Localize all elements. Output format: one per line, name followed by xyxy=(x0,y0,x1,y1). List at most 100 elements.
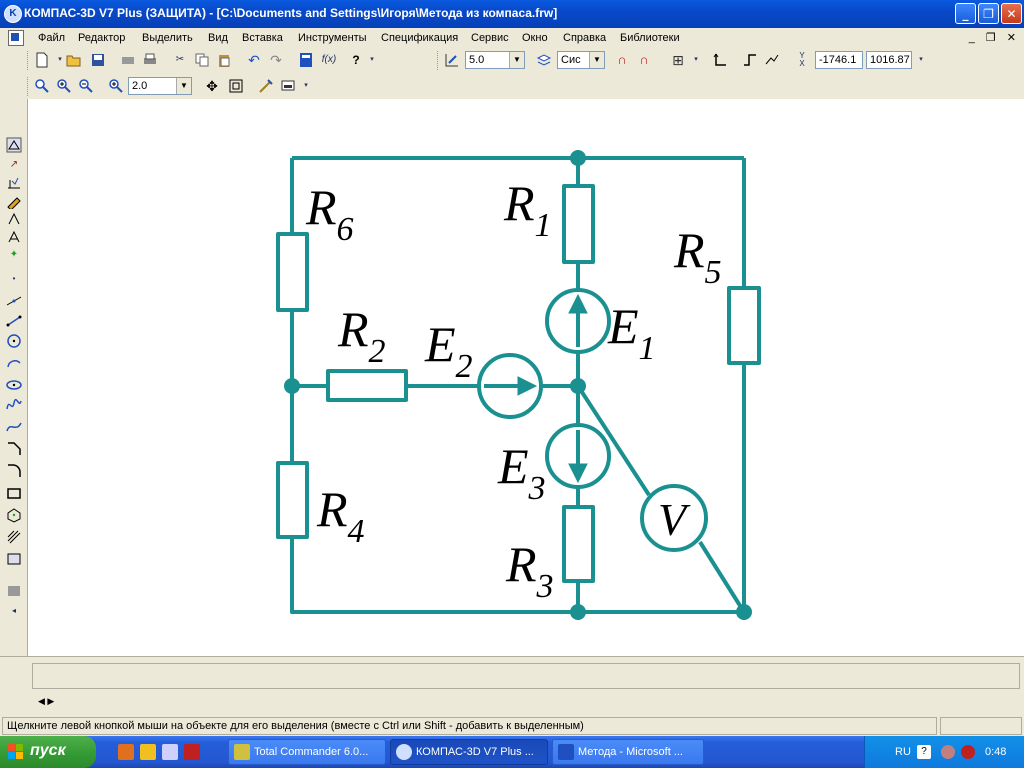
fillet-icon[interactable] xyxy=(6,463,22,479)
quicklaunch-xp-icon[interactable] xyxy=(184,744,200,760)
toolbar-grip[interactable] xyxy=(27,51,31,70)
chevron-down-icon[interactable]: ▼ xyxy=(509,52,524,68)
coords-dropdown-icon[interactable]: ▾ xyxy=(919,56,923,63)
quicklaunch-explorer-icon[interactable] xyxy=(162,744,178,760)
mdi-window-controls[interactable]: _ ❐ ✕ xyxy=(968,32,1020,44)
contour-icon[interactable] xyxy=(6,551,22,567)
chamfer-icon[interactable] xyxy=(6,441,22,457)
symbols-panel-icon[interactable] xyxy=(6,175,22,191)
segment-icon[interactable] xyxy=(6,313,22,329)
minimize-button[interactable]: _ xyxy=(955,3,976,24)
menu-tools[interactable]: Инструменты xyxy=(298,32,367,44)
quicklaunch-runner-icon[interactable] xyxy=(118,744,134,760)
redo-icon[interactable]: ↷ xyxy=(270,52,282,68)
toolbar-grip-3[interactable] xyxy=(27,77,31,96)
open-folder-icon[interactable] xyxy=(66,52,82,68)
new-dropdown-icon[interactable]: ▾ xyxy=(58,56,62,63)
variables-button[interactable]: f(x) xyxy=(321,54,337,65)
menu-help[interactable]: Справка xyxy=(563,32,607,44)
arc-icon[interactable] xyxy=(6,355,22,371)
polygon-icon[interactable] xyxy=(6,507,22,523)
ortho-icon[interactable] xyxy=(742,52,758,68)
layer-combo[interactable]: Сис▼ xyxy=(557,51,605,69)
maximize-button[interactable]: ❐ xyxy=(978,3,999,24)
save-icon[interactable] xyxy=(90,52,106,68)
copy-icon[interactable] xyxy=(194,52,210,68)
circle-icon[interactable] xyxy=(6,333,22,349)
layers-icon[interactable] xyxy=(536,52,552,68)
edit-panel-icon[interactable] xyxy=(6,193,22,211)
zoom-window-icon[interactable] xyxy=(34,78,50,94)
step-combo[interactable]: 5.0▼ xyxy=(465,51,525,69)
grid-dropdown-icon[interactable]: ▾ xyxy=(694,56,698,63)
measure-panel-icon[interactable] xyxy=(6,229,22,245)
context-help-button[interactable]: ? xyxy=(352,53,360,67)
menu-window[interactable]: Окно xyxy=(522,32,548,44)
preview-icon[interactable] xyxy=(120,52,136,68)
ellipse-icon[interactable] xyxy=(6,377,22,393)
display-mode-icon[interactable] xyxy=(280,78,296,94)
coord-y-field[interactable]: 1016.87 xyxy=(866,51,912,69)
start-button[interactable]: пуск xyxy=(0,736,96,768)
back-tray-icon[interactable] xyxy=(941,745,955,759)
menu-specification[interactable]: Спецификация xyxy=(381,32,459,44)
help-dropdown-icon[interactable]: ▾ xyxy=(370,56,374,63)
new-document-icon[interactable] xyxy=(34,52,50,68)
fill-icon[interactable] xyxy=(6,583,22,599)
menu-editor[interactable]: Редактор xyxy=(78,32,126,44)
chevron-down-icon[interactable]: ▼ xyxy=(589,52,604,68)
bezier-icon[interactable] xyxy=(6,419,22,435)
calculator-icon[interactable] xyxy=(298,52,314,68)
display-dropdown-icon[interactable]: ▾ xyxy=(304,82,308,89)
paste-icon[interactable] xyxy=(216,52,232,68)
zoom-combo[interactable]: 2.0▼ xyxy=(128,77,192,95)
task-word[interactable]: Метода - Microsoft ... xyxy=(552,739,704,765)
auxiliary-line-icon[interactable] xyxy=(6,293,22,309)
menu-service[interactable]: Сервис xyxy=(471,32,509,44)
refresh-icon[interactable] xyxy=(258,78,274,94)
hatch-icon[interactable] xyxy=(6,529,22,545)
rounding-icon[interactable] xyxy=(764,52,780,68)
zoom-out-icon[interactable] xyxy=(78,78,94,94)
spline-icon[interactable] xyxy=(6,397,22,413)
magnet-snap-icon[interactable]: ∩ xyxy=(617,52,627,67)
help-tray-icon[interactable]: ? xyxy=(917,745,931,759)
undo-icon[interactable]: ↶ xyxy=(248,52,260,68)
dimensions-panel-icon[interactable]: ↗ xyxy=(9,159,19,170)
scroll-down-icon[interactable]: ◂ xyxy=(11,606,16,615)
property-panel-area[interactable] xyxy=(32,663,1020,689)
selection-panel-icon[interactable]: ✦ xyxy=(9,249,19,260)
drawing-canvas[interactable]: R6 R1 R5 R2 E2 E1 E3 R4 R3 V xyxy=(28,99,1024,656)
language-indicator[interactable]: RU xyxy=(895,746,911,758)
cut-icon[interactable]: ✂ xyxy=(175,54,185,65)
zoom-in-icon[interactable] xyxy=(56,78,72,94)
chevron-down-icon[interactable]: ▼ xyxy=(176,78,191,94)
menu-view[interactable]: Вид xyxy=(208,32,228,44)
toolbar-grip-2[interactable] xyxy=(437,51,441,70)
tab-scroll-arrows[interactable]: ◀ ▶ xyxy=(38,696,55,706)
menu-insert[interactable]: Вставка xyxy=(242,32,283,44)
close-button[interactable]: ✕ xyxy=(1001,3,1022,24)
print-icon[interactable] xyxy=(142,52,158,68)
grid-icon[interactable]: ⊞ xyxy=(672,52,684,68)
coord-x-field[interactable]: -1746.1 xyxy=(815,51,863,69)
kompas-app-icon[interactable]: K xyxy=(4,5,22,23)
show-all-icon[interactable] xyxy=(228,78,244,94)
snap-step-icon[interactable] xyxy=(444,52,460,68)
task-total-commander[interactable]: Total Commander 6.0... xyxy=(228,739,386,765)
pan-icon[interactable]: ✥ xyxy=(206,78,218,94)
document-icon[interactable] xyxy=(8,30,24,46)
quicklaunch-pencil-icon[interactable] xyxy=(140,744,156,760)
antivirus-tray-icon[interactable] xyxy=(961,745,975,759)
zoom-scale-icon[interactable] xyxy=(108,78,124,94)
menu-select[interactable]: Выделить xyxy=(142,32,193,44)
geometry-panel-icon[interactable] xyxy=(6,137,22,153)
coordinate-system-icon[interactable] xyxy=(712,52,728,68)
point-icon[interactable]: • xyxy=(12,274,16,283)
magnet-local-icon[interactable]: ∩ xyxy=(639,52,649,67)
parametrization-panel-icon[interactable] xyxy=(6,211,22,227)
menu-file[interactable]: Файл xyxy=(38,32,66,44)
task-kompas[interactable]: КОМПАС-3D V7 Plus ... xyxy=(390,739,548,765)
menu-libraries[interactable]: Библиотеки xyxy=(620,32,680,44)
rectangle-icon[interactable] xyxy=(6,485,22,501)
